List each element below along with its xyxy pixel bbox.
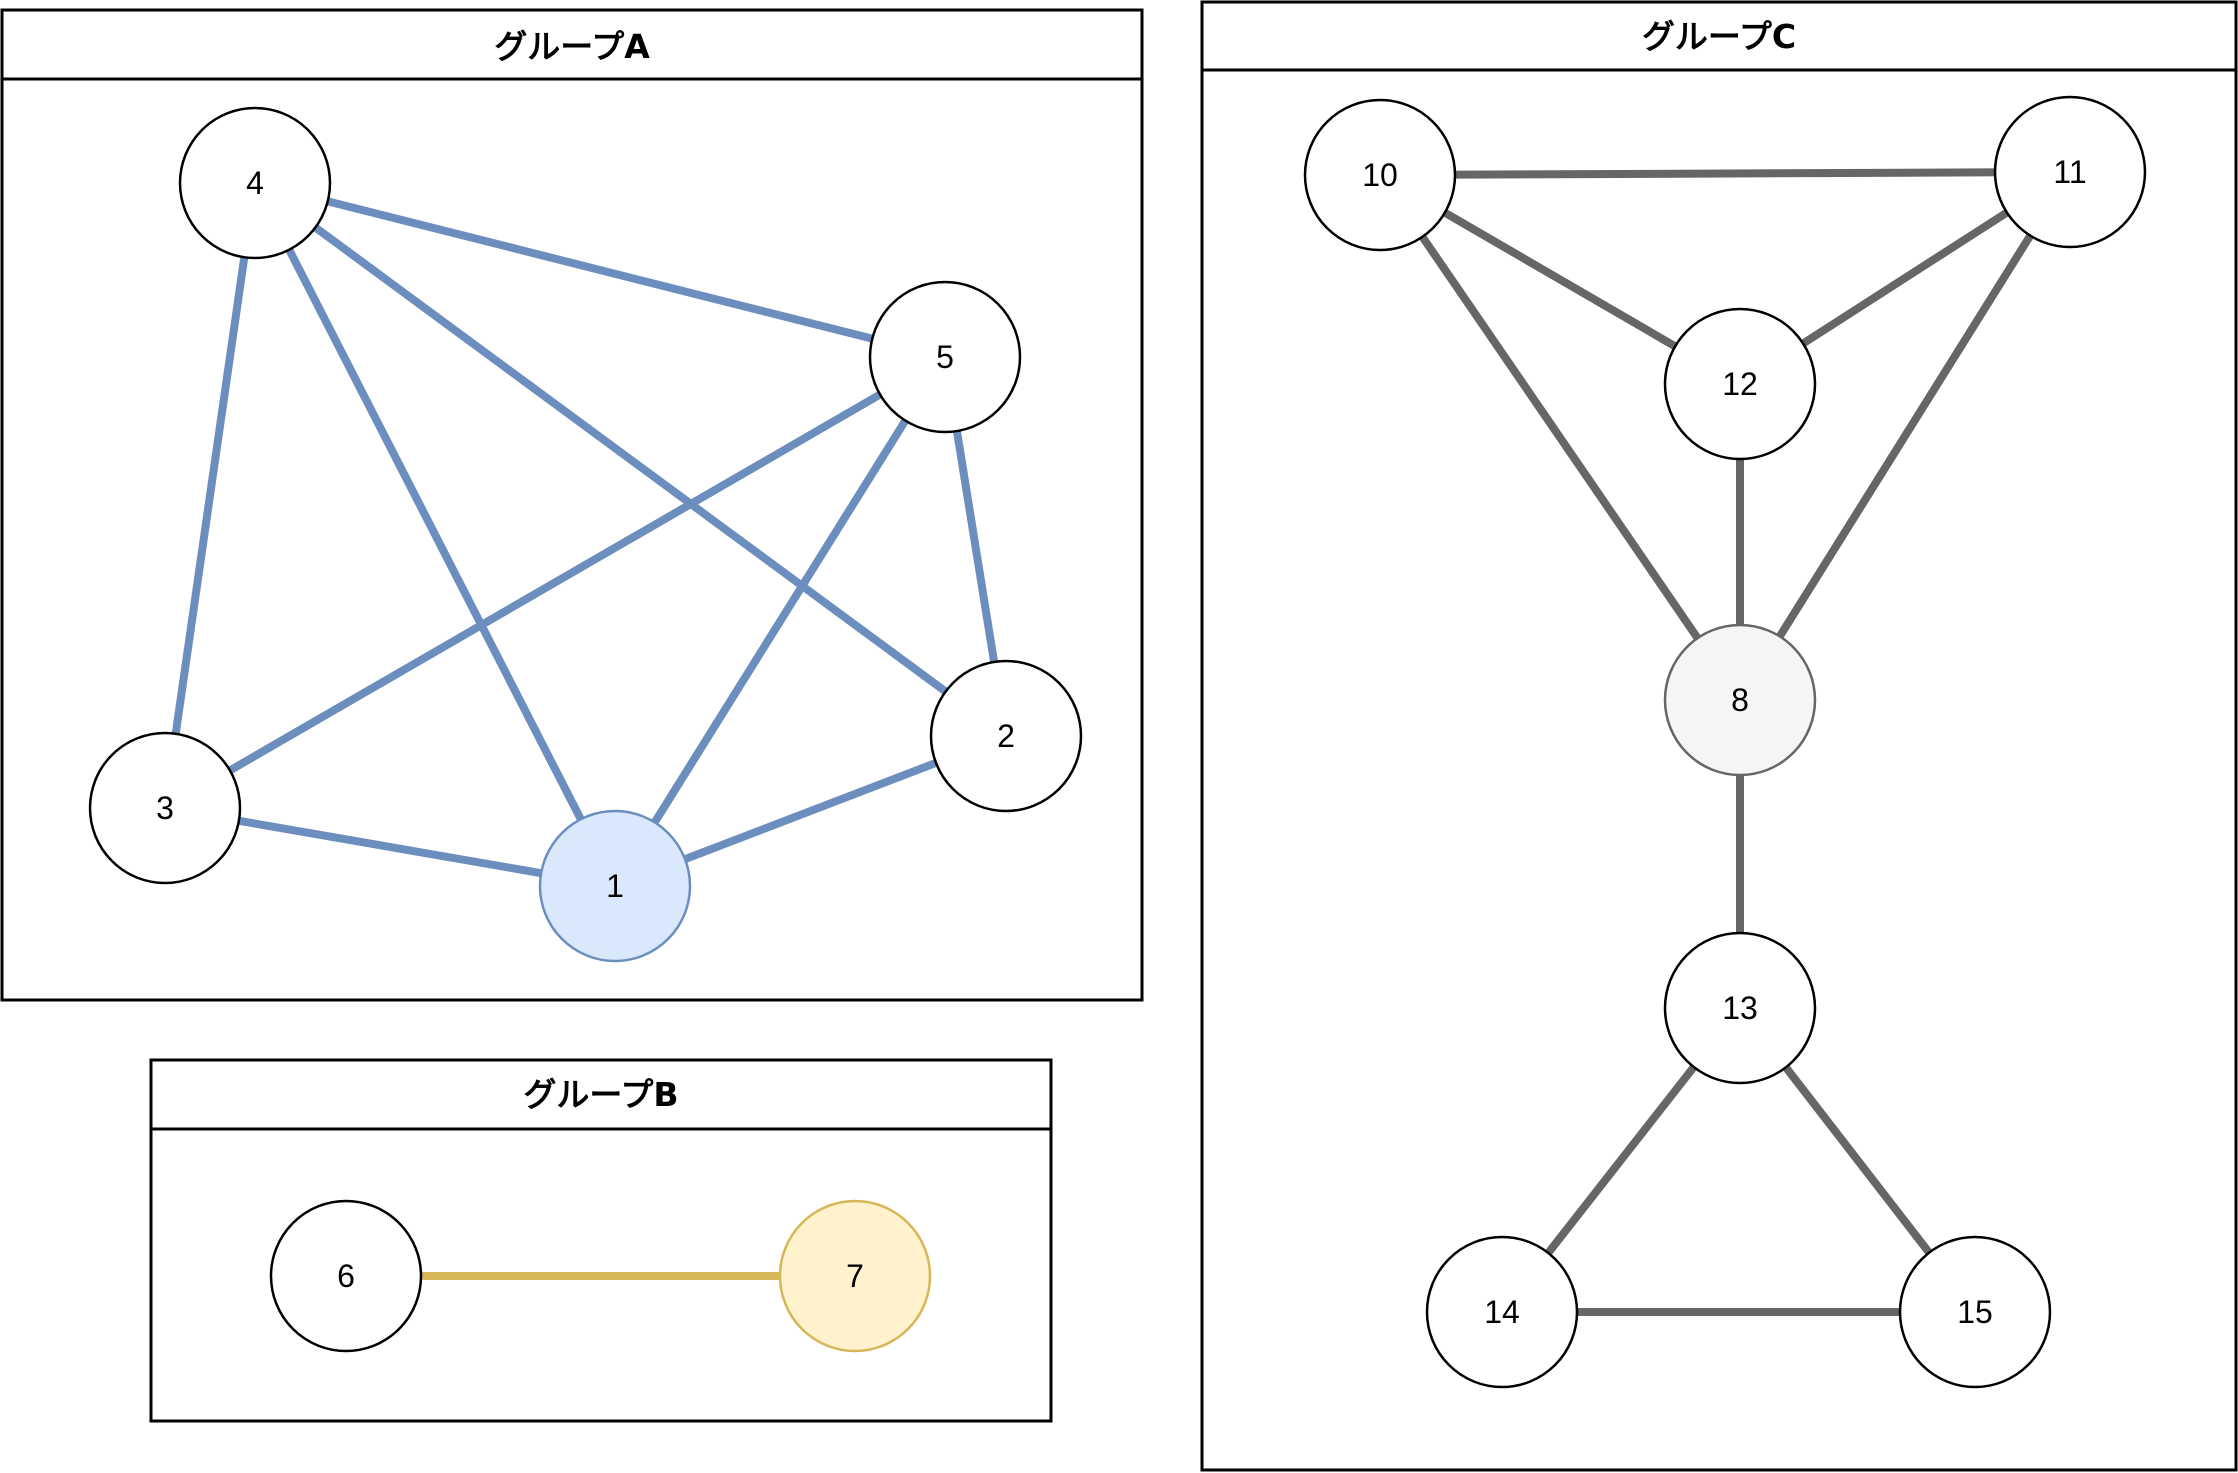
- edge-4-1: [251, 181, 619, 888]
- node-11-label: 11: [2053, 154, 2086, 190]
- node-13-circle: [1663, 931, 1817, 1085]
- node-15-circle: [1898, 1235, 2052, 1389]
- group-b-title: グループB: [523, 1075, 678, 1114]
- node-2-circle: [929, 659, 1083, 813]
- node-14: 14: [1425, 1235, 1579, 1389]
- node-1: 1: [538, 809, 692, 963]
- edge-10-8: [1376, 172, 1744, 703]
- node-8: 8: [1663, 623, 1817, 777]
- node-3-label: 3: [156, 790, 174, 826]
- node-10-label: 10: [1362, 157, 1398, 193]
- node-15: 15: [1898, 1235, 2052, 1389]
- node-6-circle: [269, 1199, 423, 1353]
- node-1-circle: [538, 809, 692, 963]
- node-7-label: 7: [846, 1258, 864, 1294]
- node-13: 13: [1663, 931, 1817, 1085]
- edge-4-2: [252, 179, 1009, 740]
- node-2-label: 2: [997, 718, 1015, 754]
- node-7: 7: [778, 1199, 932, 1353]
- node-6-label: 6: [337, 1258, 355, 1294]
- node-4: 4: [178, 106, 332, 260]
- node-10: 10: [1303, 98, 1457, 252]
- edge-5-3: [162, 353, 948, 812]
- node-4-label: 4: [246, 165, 264, 201]
- node-12-label: 12: [1722, 366, 1758, 402]
- node-5: 5: [868, 280, 1022, 434]
- node-12: 12: [1663, 307, 1817, 461]
- node-14-label: 14: [1484, 1294, 1520, 1330]
- node-12-circle: [1663, 307, 1817, 461]
- node-6: 6: [269, 1199, 423, 1353]
- edge-5-1: [611, 354, 949, 889]
- edge-4-3: [161, 182, 259, 809]
- edge-11-8: [1736, 169, 2074, 703]
- node-15-label: 15: [1957, 1294, 1993, 1330]
- group-a-title: グループA: [494, 27, 650, 66]
- node-8-circle: [1663, 623, 1817, 777]
- node-11: 11: [1993, 95, 2147, 249]
- node-1-label: 1: [606, 868, 624, 904]
- node-7-circle: [778, 1199, 932, 1353]
- node-13-label: 13: [1722, 990, 1758, 1026]
- node-14-circle: [1425, 1235, 1579, 1389]
- node-3-circle: [88, 731, 242, 885]
- node-5-label: 5: [936, 339, 954, 375]
- edge-4-5: [254, 179, 946, 361]
- node-10-circle: [1303, 98, 1457, 252]
- node-3: 3: [88, 731, 242, 885]
- node-5-circle: [868, 280, 1022, 434]
- node-4-circle: [178, 106, 332, 260]
- node-8-label: 8: [1731, 682, 1749, 718]
- node-11-circle: [1993, 95, 2147, 249]
- group-c-title: グループC: [1642, 17, 1796, 56]
- edge-10-11: [1379, 168, 2071, 179]
- node-2: 2: [929, 659, 1083, 813]
